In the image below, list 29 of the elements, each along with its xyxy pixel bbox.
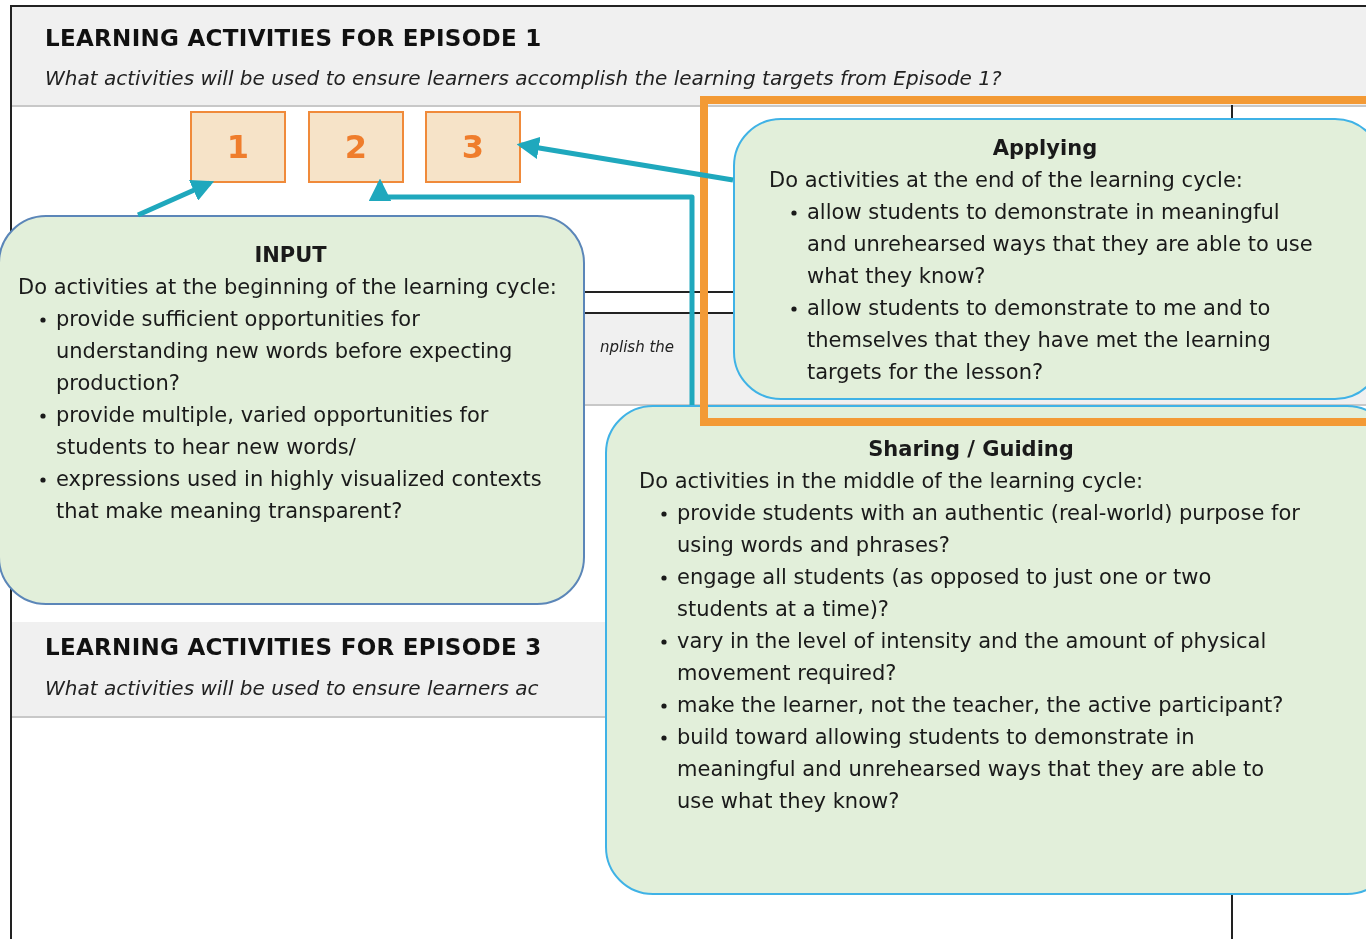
section-subtitle: What activities will be used to ensure learners accomplish the learning targets from Episode 1? (45, 66, 1002, 90)
callout-box (733, 118, 1366, 400)
section-heading: LEARNING ACTIVITIES FOR EPISODE 3 (45, 634, 542, 660)
arrow (368, 178, 695, 405)
callout-text: Do activities in the middle of the learning cycle: (639, 468, 1145, 495)
callout-heading: Applying (992, 135, 1098, 162)
bullet-text: expressions used in highly visualized contexts that make meaning transparent? (56, 467, 542, 523)
bullet-text: allow students to demonstrate to me and to themselves that they have met the learning targets for the lesson? (807, 296, 1271, 384)
callout-box (605, 405, 1366, 895)
number-box: 1 (190, 111, 286, 183)
section-heading: LEARNING ACTIVITIES FOR EPISODE 1 (45, 25, 542, 51)
section-subtitle: What activities will be used to ensure learners ac (45, 676, 539, 700)
arrow (137, 180, 215, 218)
number-box: 3 (425, 111, 521, 183)
bullet-text: provide students with an authentic (real-world) purpose for using words and phrases? (677, 501, 1300, 557)
bullet-text: engage all students (as opposed to just one or two students at a time)? (677, 565, 1212, 621)
bullet-text: make the learner, not the teacher, the active participant? (677, 693, 1284, 717)
bullet-text: provide sufficient opportunities for understanding new words before expecting production? (56, 307, 513, 395)
arrow (516, 136, 734, 183)
number-box: 2 (308, 111, 404, 183)
bullet-text: build toward allowing students to demonstrate in meaningful and unrehearsed ways that they are able to use what they know? (677, 725, 1265, 813)
callout-text: Do activities at the beginning of the learning cycle: (18, 274, 558, 301)
callout-text: Do activities at the end of the learning cycle: (769, 167, 1244, 194)
section-subtitle: nplish the (600, 338, 675, 356)
callout-heading: Sharing / Guiding (868, 436, 1074, 463)
bullet-text: vary in the level of intensity and the amount of physical movement required? (677, 629, 1267, 685)
bullet-text: allow students to demonstrate in meaningful and unrehearsed ways that they are able to use what they know? (807, 200, 1313, 288)
callout-box (0, 215, 585, 605)
callout-heading: INPUT (254, 242, 327, 269)
